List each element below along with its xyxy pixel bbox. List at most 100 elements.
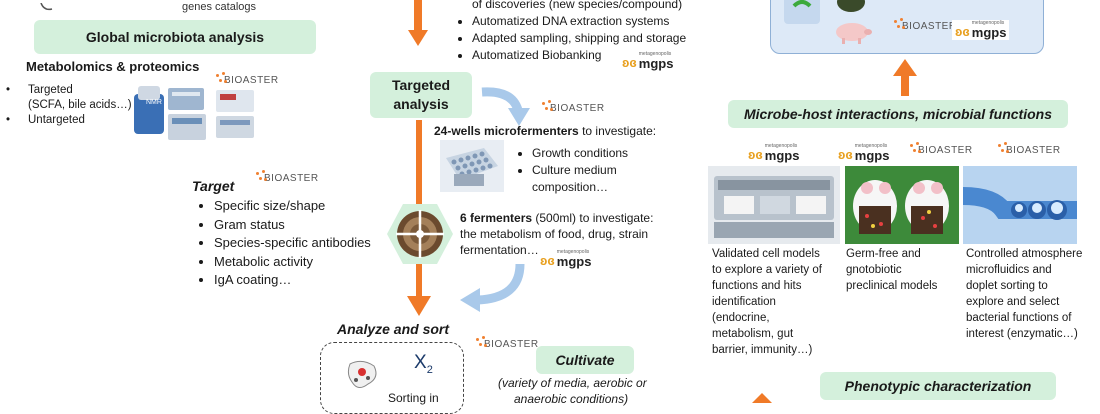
- list-item: Adapted sampling, shipping and storage: [472, 30, 686, 47]
- mgps-small-text: metagenopolis: [854, 143, 888, 149]
- nmr-machine-icon: [132, 84, 210, 144]
- text-line: Controlled atmosphere: [966, 248, 1083, 260]
- text-line: Validated cell models: [712, 248, 820, 260]
- cultivate-line1: (variety of media, aerobic or: [498, 376, 647, 390]
- bioaster-logo-text: BIOASTER: [550, 103, 605, 114]
- fermenters-line: fermentation…: [460, 243, 539, 257]
- bioaster-logo: BIOASTER: [892, 18, 957, 32]
- mgps-small-text: metagenopolis: [638, 51, 672, 57]
- text-line: functions and hits: [712, 280, 802, 292]
- tissue-icon: [836, 0, 866, 16]
- interactions-title: Microbe-host interactions, microbial fun…: [728, 100, 1068, 128]
- bioaster-logo: BIOASTER: [474, 336, 539, 350]
- cultivate-line2: anaerobic conditions): [514, 392, 629, 406]
- curved-arrow-icon: [458, 262, 528, 312]
- bioaster-logo: BIOASTER: [996, 142, 1061, 156]
- cell-model-photo-icon: [708, 166, 840, 244]
- mouse-icon: [845, 166, 959, 244]
- mgps-symbol-icon: ʚɞ: [540, 253, 555, 268]
- text-line: metabolism, gut: [712, 328, 794, 340]
- arrow-down-icon: [406, 292, 432, 318]
- sort-x-text: X: [414, 352, 427, 373]
- text-line: microfluidics and: [966, 264, 1052, 276]
- wells-heading-rest: to investigate:: [578, 124, 657, 138]
- untargeted-item: Untargeted: [28, 114, 85, 126]
- list-item: •Untargeted: [6, 114, 85, 126]
- cell-cluster-icon: [346, 358, 380, 400]
- mgps-main-text: mgps: [764, 148, 800, 163]
- sort-x-subscript: 2: [426, 363, 433, 376]
- bioaster-logo: BIOASTER: [254, 170, 319, 184]
- text-line: barrier, immunity…): [712, 344, 813, 356]
- wells-list: Growth conditions Culture medium composi…: [514, 145, 628, 196]
- cell-model-icon: [784, 0, 820, 28]
- targeted-analysis-box: Targeted analysis: [370, 72, 472, 118]
- cultivate-box: Cultivate: [536, 346, 634, 374]
- bioaster-logo: BIOASTER: [540, 100, 605, 114]
- fermenters-heading: 6 fermenters (500ml) to investigate:: [460, 210, 653, 226]
- phenotypic-box: Phenotypic characterization: [820, 372, 1056, 400]
- pig-icon: [832, 20, 872, 44]
- text-line: interest (enzymatic…): [966, 328, 1078, 340]
- sort-x-label: X2: [414, 353, 433, 380]
- mgps-main-text: mgps: [638, 56, 674, 71]
- fermenters-rest: (500ml) to investigate:: [532, 211, 654, 225]
- wells-heading: 24-wells microfermenters to investigate:: [434, 123, 656, 139]
- list-item: Gram status: [214, 216, 371, 235]
- targeted-title-line1: Targeted: [391, 77, 451, 93]
- list-item: IgA coating…: [214, 271, 371, 290]
- list-item: composition…: [532, 180, 609, 194]
- list-item: Automatized DNA extraction systems: [472, 13, 686, 30]
- list-item: Species-specific antibodies: [214, 234, 371, 253]
- mgps-small-text: metagenopolis: [971, 20, 1005, 26]
- mgps-main-text: mgps: [556, 254, 592, 269]
- arrow-up-icon: [752, 390, 772, 403]
- bioaster-logo-text: BIOASTER: [1006, 145, 1061, 156]
- global-analysis-title-text: Global microbiota analysis: [85, 29, 265, 45]
- microfermenter-icon: [440, 140, 504, 192]
- fermenters-bold: 6 fermenters: [460, 211, 533, 225]
- analyze-title: Analyze and sort: [337, 321, 450, 337]
- microfluidic-icon: [962, 166, 1077, 244]
- fermenters-line: the metabolism of food, drug, strain: [460, 227, 649, 241]
- arrow-up-icon: [892, 58, 918, 96]
- text-line: preclinical models: [846, 280, 938, 292]
- microfluidics-text: Controlled atmosphere microfluidics and …: [966, 246, 1082, 342]
- metabolomics-list: •Targeted (SCFA, bile acids…) •Untargete…: [6, 83, 132, 128]
- nmr-label: NMR: [146, 99, 162, 106]
- bioaster-logo-text: BIOASTER: [224, 75, 279, 86]
- text-line: doplet sorting to: [966, 280, 1048, 292]
- list-item: of discoveries (new species/compound): [472, 0, 683, 11]
- targeted-title-line2: analysis: [393, 96, 449, 112]
- list-item: Specific size/shape: [214, 197, 371, 216]
- bioaster-logo-text: BIOASTER: [484, 339, 539, 350]
- bioaster-logo: BIOASTER: [214, 72, 279, 86]
- targeted-item: Targeted: [28, 84, 73, 96]
- wells-heading-bold: 24-wells microfermenters: [434, 124, 579, 138]
- phenotypic-title: Phenotypic characterization: [844, 378, 1032, 394]
- target-list: Specific size/shape Gram status Species-…: [196, 197, 371, 290]
- text-line: explore and select: [966, 296, 1060, 308]
- mgps-main-text: mgps: [971, 25, 1007, 40]
- text-line: gnotobiotic: [846, 264, 902, 276]
- mgps-symbol-icon: ʚɞ: [748, 147, 763, 162]
- text-line: Germ-free and: [846, 248, 921, 260]
- mgps-symbol-icon: ʚɞ: [955, 24, 970, 39]
- bioaster-logo-text: BIOASTER: [918, 145, 973, 156]
- sorting-text: Sorting in: [388, 391, 439, 405]
- bioaster-logo: BIOASTER: [908, 142, 973, 156]
- text-line: bacterial functions of: [966, 312, 1072, 324]
- interactions-title-text: Microbe-host interactions, microbial fun…: [743, 106, 1053, 122]
- list-item: Growth conditions: [532, 145, 628, 162]
- global-analysis-title: Global microbiota analysis: [34, 20, 316, 54]
- lab-machine-icon: [214, 84, 256, 140]
- catalog-text: genes catalogs: [182, 1, 256, 13]
- list-item: Culture medium: [532, 162, 628, 179]
- list-item: Metabolic activity: [214, 253, 371, 272]
- mgps-small-text: metagenopolis: [764, 143, 798, 149]
- text-line: identification: [712, 296, 776, 308]
- germ-free-text: Germ-free and gnotobiotic preclinical mo…: [846, 246, 937, 294]
